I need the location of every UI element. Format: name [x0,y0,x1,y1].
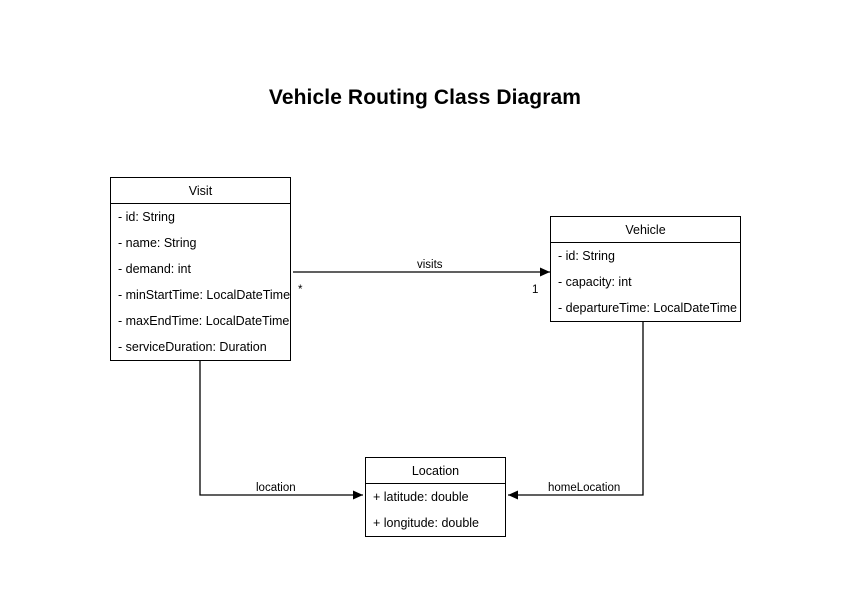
multiplicity-visit: * [298,284,303,296]
edge-homelocation [508,321,644,500]
class-name-location: Location [366,458,505,484]
multiplicity-vehicle: 1 [532,284,539,296]
attribute-row: - minStartTime: LocalDateTime [118,288,291,302]
edge-label-location: location [253,482,299,494]
class-attributes-location: + latitude: double + longitude: double [366,484,505,536]
attribute-row: - demand: int [118,262,191,276]
class-box-visit[interactable]: Visit - id: String - name: String - dema… [110,177,291,361]
attribute-row: - id: String [558,249,615,263]
class-attributes-visit: - id: String - name: String - demand: in… [111,204,290,360]
attribute-row: + longitude: double [373,516,479,530]
page-title: Vehicle Routing Class Diagram [268,86,582,109]
attribute-row: - departureTime: LocalDateTime [558,301,738,315]
class-name-visit: Visit [111,178,290,204]
attribute-row: - id: String [118,210,175,224]
attribute-row: - serviceDuration: Duration [118,340,267,354]
edge-location [199,360,363,500]
edge-label-homelocation: homeLocation [545,482,624,494]
attribute-row: - name: String [118,236,197,250]
class-box-vehicle[interactable]: Vehicle - id: String - capacity: int - d… [550,216,741,322]
class-name-vehicle: Vehicle [551,217,740,243]
class-attributes-vehicle: - id: String - capacity: int - departure… [551,243,740,321]
class-box-location[interactable]: Location + latitude: double + longitude:… [365,457,506,537]
attribute-row: - maxEndTime: LocalDateTime [118,314,290,328]
attribute-row: + latitude: double [373,490,469,504]
edge-label-visits: visits [414,259,446,271]
attribute-row: - capacity: int [558,275,632,289]
